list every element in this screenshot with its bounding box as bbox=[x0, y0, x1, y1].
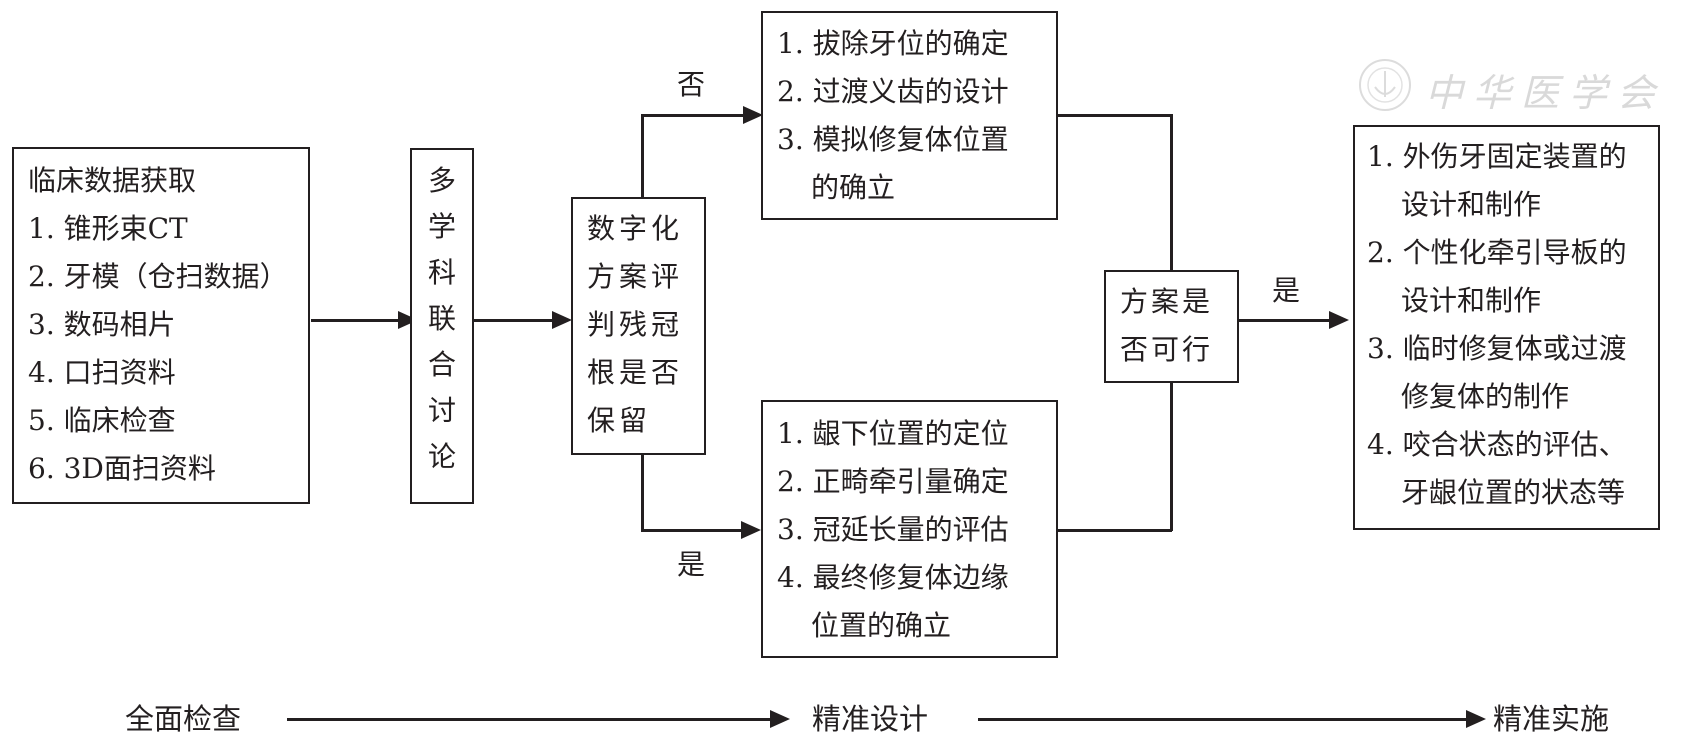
connector-line bbox=[1170, 382, 1173, 531]
implementation-line: 2. 个性化牵引导板的 bbox=[1367, 236, 1627, 269]
connector-line bbox=[641, 529, 743, 532]
retain-decision-line: 数字化 bbox=[587, 212, 684, 245]
extraction-plan-line: 2. 过渡义齿的设计 bbox=[777, 75, 1009, 108]
retention-plan-line: 1. 龈下位置的定位 bbox=[777, 417, 1009, 450]
connector-line bbox=[474, 319, 554, 322]
timeline-stage: 精准实施 bbox=[1493, 702, 1610, 736]
connector-line bbox=[1239, 319, 1331, 322]
watermark-text: 中华医学会 bbox=[1425, 71, 1666, 115]
implementation-line: 4. 咬合状态的评估、 bbox=[1367, 428, 1627, 461]
clinical-data-item: 1. 锥形束CT bbox=[28, 212, 188, 245]
implementation-line: 牙龈位置的状态等 bbox=[1401, 476, 1626, 509]
arrow-head-icon bbox=[741, 521, 761, 539]
arrow-head-icon bbox=[743, 106, 763, 124]
clinical-data-item: 5. 临床检查 bbox=[28, 404, 176, 437]
extraction-plan-box: 1. 拔除牙位的确定 2. 过渡义齿的设计 3. 模拟修复体位置 的确立 bbox=[761, 11, 1058, 220]
arrow-head-icon bbox=[1329, 311, 1349, 329]
arrow-head-icon bbox=[1466, 710, 1486, 728]
connector-line bbox=[641, 114, 745, 117]
implementation-line: 设计和制作 bbox=[1401, 284, 1542, 317]
timeline-line bbox=[287, 718, 772, 721]
connector-line bbox=[311, 319, 399, 322]
retain-decision-line: 判残冠 bbox=[587, 308, 684, 341]
connector-line bbox=[1056, 114, 1172, 117]
retain-decision-box: 数字化 方案评 判残冠 根是否 保留 bbox=[571, 197, 706, 455]
retention-plan-line: 位置的确立 bbox=[811, 609, 952, 642]
clinical-data-item: 2. 牙模（仓扫数据） bbox=[28, 260, 288, 293]
mdt-box: 多 学 科 联 合 讨 论 bbox=[410, 148, 474, 504]
clinical-data-item: 4. 口扫资料 bbox=[28, 356, 176, 389]
timeline-stage: 精准设计 bbox=[812, 702, 929, 736]
retention-plan-line: 4. 最终修复体边缘 bbox=[777, 561, 1009, 594]
extraction-plan-line: 的确立 bbox=[811, 171, 896, 204]
feasibility-line: 方案是 bbox=[1120, 285, 1214, 318]
connector-line bbox=[641, 455, 644, 531]
implementation-box: 1. 外伤牙固定装置的 设计和制作 2. 个性化牵引导板的 设计和制作 3. 临… bbox=[1353, 125, 1660, 530]
mdt-char: 讨 bbox=[427, 394, 456, 427]
edge-label-yes-feasible: 是 bbox=[1272, 274, 1301, 307]
retention-plan-line: 3. 冠延长量的评估 bbox=[777, 513, 1009, 546]
clinical-data-item: 6. 3D面扫资料 bbox=[28, 452, 216, 485]
retain-decision-line: 方案评 bbox=[587, 260, 684, 293]
clinical-data-item: 3. 数码相片 bbox=[28, 308, 176, 341]
retention-plan-box: 1. 龈下位置的定位 2. 正畸牵引量确定 3. 冠延长量的评估 4. 最终修复… bbox=[761, 400, 1058, 658]
retention-plan-line: 2. 正畸牵引量确定 bbox=[777, 465, 1009, 498]
clinical-data-box: 临床数据获取 1. 锥形束CT 2. 牙模（仓扫数据） 3. 数码相片 4. 口… bbox=[12, 147, 310, 504]
arrow-head-icon bbox=[552, 311, 572, 329]
implementation-line: 3. 临时修复体或过渡 bbox=[1367, 332, 1627, 365]
mdt-char: 多 bbox=[427, 164, 456, 197]
mdt-char: 科 bbox=[427, 256, 456, 289]
feasibility-line: 否可行 bbox=[1120, 333, 1214, 366]
connector-line bbox=[641, 114, 644, 198]
retain-decision-line: 根是否 bbox=[587, 356, 684, 389]
mdt-char: 联 bbox=[427, 302, 456, 335]
connector-line bbox=[1170, 114, 1173, 271]
feasibility-box: 方案是 否可行 bbox=[1104, 270, 1239, 383]
mdt-char: 学 bbox=[427, 210, 456, 243]
mdt-char: 论 bbox=[427, 440, 456, 473]
extraction-plan-line: 3. 模拟修复体位置 bbox=[777, 123, 1009, 156]
mdt-char: 合 bbox=[427, 348, 456, 381]
connector-line bbox=[1056, 529, 1172, 532]
arrow-head-icon bbox=[770, 710, 790, 728]
edge-label-no: 否 bbox=[677, 68, 706, 101]
timeline-line bbox=[978, 718, 1468, 721]
timeline-stage: 全面检查 bbox=[125, 702, 242, 736]
cma-emblem-icon bbox=[1359, 59, 1411, 111]
implementation-line: 修复体的制作 bbox=[1401, 380, 1570, 413]
clinical-data-title: 临床数据获取 bbox=[28, 164, 197, 197]
edge-label-yes: 是 bbox=[677, 548, 706, 581]
implementation-line: 设计和制作 bbox=[1401, 188, 1542, 221]
extraction-plan-line: 1. 拔除牙位的确定 bbox=[777, 27, 1009, 60]
retain-decision-line: 保留 bbox=[587, 404, 652, 437]
implementation-line: 1. 外伤牙固定装置的 bbox=[1367, 140, 1627, 173]
